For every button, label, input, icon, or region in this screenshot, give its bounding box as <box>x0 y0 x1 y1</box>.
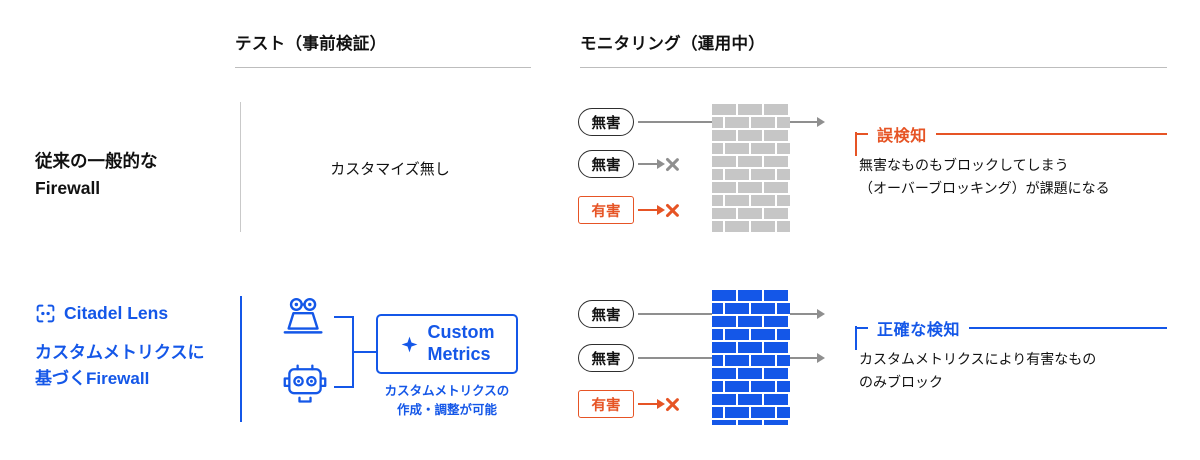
arrow-to-wall <box>638 357 712 359</box>
custom-metrics-box: Custom Metrics <box>376 314 518 374</box>
callout-title-line <box>969 327 1167 329</box>
row-traditional-divider <box>240 102 241 232</box>
callout-body-line: （オーバーブロッキング）が課題になる <box>859 180 1110 197</box>
custom-metrics-label-line2: Metrics <box>427 344 491 364</box>
citadel-lens-brand: Citadel Lens <box>35 303 168 324</box>
row-traditional-label-line2: Firewall <box>35 178 101 199</box>
analyst-with-laptop-icon <box>283 298 323 334</box>
connector-line <box>352 351 376 353</box>
sparkle-icon <box>401 336 417 352</box>
arrow-pass-through <box>790 353 825 363</box>
citadel-lens-logo-icon <box>36 304 55 323</box>
callout-title-row: 正確な検知 <box>855 316 1167 340</box>
arrow-blocked <box>638 159 665 169</box>
firewall-wall-gray <box>712 104 790 234</box>
accurate-detection-callout: 正確な検知 カスタムメトリクスにより有害なもの のみブロック <box>855 316 1167 394</box>
column-header-test-label: テスト（事前検証） <box>235 35 387 53</box>
arrow-to-wall <box>638 313 712 315</box>
pill-harmful: 有害 <box>578 390 634 418</box>
arrow-pass-through <box>790 309 825 319</box>
arrow-blocked-harmful <box>638 399 665 409</box>
custom-metrics-note-line1: カスタムメトリクスの <box>384 384 510 398</box>
callout-title: 誤検知 <box>877 128 927 145</box>
row-traditional-label-line1: 従来の一般的な <box>35 151 158 171</box>
brand-name: Citadel Lens <box>64 303 169 323</box>
row-citadel-divider <box>240 296 242 422</box>
pill-harmless: 無害 <box>578 150 634 178</box>
blocked-x-icon <box>664 202 681 219</box>
blocked-x-icon <box>664 156 681 173</box>
false-positive-callout: 誤検知 無害なものもブロックしてしまう （オーバーブロッキング）が課題になる <box>855 122 1167 200</box>
blocked-x-icon <box>664 396 681 413</box>
pill-harmless: 無害 <box>578 344 634 372</box>
callout-body-line: カスタムメトリクスにより有害なもの <box>859 351 1097 367</box>
column-header-test: テスト（事前検証） <box>235 30 531 68</box>
custom-metrics-label-line1: Custom <box>427 322 495 343</box>
row-traditional-test-note: カスタマイズ無し <box>330 161 450 178</box>
custom-metrics-note: カスタムメトリクスの 作成・調整が可能 <box>360 382 534 421</box>
pill-harmful: 有害 <box>578 196 634 224</box>
robot-icon <box>283 364 327 403</box>
custom-metrics-note-line2: 作成・調整が可能 <box>396 403 497 418</box>
column-header-monitoring: モニタリング（運用中） <box>580 30 1167 68</box>
row-citadel-label-line1: カスタムメトリクスに <box>35 343 205 362</box>
row-citadel-label-line2: 基づくFirewall <box>35 369 150 389</box>
pill-harmless: 無害 <box>578 108 634 136</box>
callout-body-line: のみブロック <box>859 374 943 391</box>
pill-harmless: 無害 <box>578 300 634 328</box>
row-citadel-label: カスタムメトリクスに 基づくFirewall <box>35 340 205 393</box>
arrow-to-wall <box>638 121 712 123</box>
connector-line <box>334 316 352 318</box>
connector-line <box>334 386 352 388</box>
callout-title-line <box>935 133 1167 135</box>
callout-title: 正確な検知 <box>877 322 961 339</box>
callout-body-line: 無害なものもブロックしてしまう <box>859 157 1069 173</box>
arrow-blocked-harmful <box>638 205 665 215</box>
callout-title-row: 誤検知 <box>855 122 1167 146</box>
column-header-monitoring-label: モニタリング（運用中） <box>580 35 766 53</box>
callout-body: 無害なものもブロックしてしまう （オーバーブロッキング）が課題になる <box>855 154 1167 200</box>
arrow-pass-through <box>790 117 825 127</box>
custom-metrics-label: Custom Metrics <box>428 322 495 365</box>
firewall-wall-blue <box>712 290 790 425</box>
callout-body: カスタムメトリクスにより有害なもの のみブロック <box>855 348 1167 394</box>
row-traditional-label: 従来の一般的な Firewall <box>35 148 158 202</box>
